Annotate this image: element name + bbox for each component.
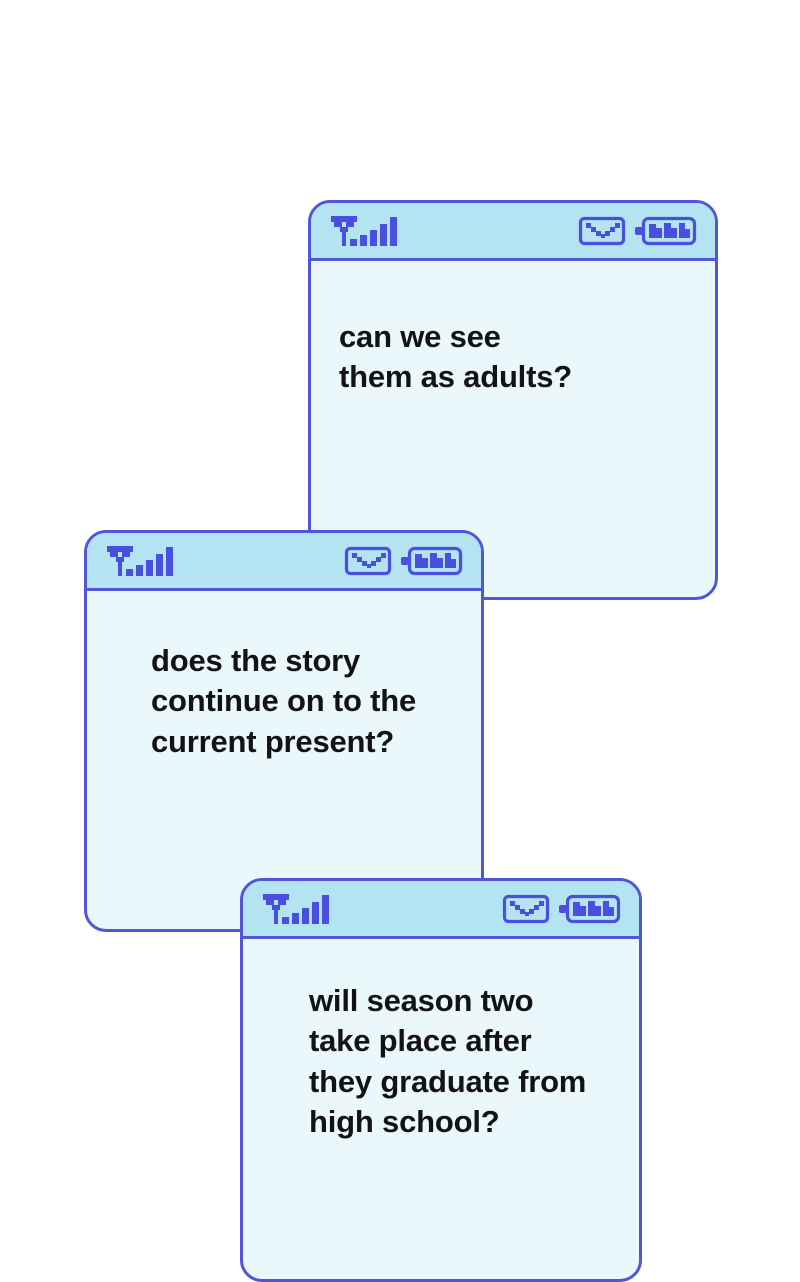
- battery-icon: [401, 546, 463, 575]
- card-question-text: does the story continue on to the curren…: [151, 643, 417, 759]
- question-card-3[interactable]: will season two take place after they gr…: [240, 878, 642, 1282]
- envelope-message-icon: [344, 546, 392, 575]
- status-bar-left: [105, 545, 177, 576]
- signal-bars-antenna-icon: [107, 545, 173, 576]
- card-question-text: will season two take place after they gr…: [309, 983, 587, 1139]
- card-body: does the story continue on to the curren…: [87, 591, 481, 929]
- status-bar-left: [329, 215, 401, 246]
- status-bar: [243, 881, 639, 939]
- battery-icon: [559, 894, 621, 923]
- card-body: will season two take place after they gr…: [243, 939, 639, 1279]
- signal-bars-antenna-icon: [331, 215, 397, 246]
- status-bar: [311, 203, 715, 261]
- status-bar-right: [578, 216, 697, 246]
- card-body: can we see them as adults?: [311, 261, 715, 597]
- envelope-message-icon: [502, 894, 550, 923]
- envelope-message-icon: [578, 216, 626, 245]
- status-bar: [87, 533, 481, 591]
- status-bar-left: [261, 893, 333, 924]
- battery-icon: [635, 216, 697, 245]
- status-bar-right: [344, 546, 463, 576]
- card-question-text: can we see them as adults?: [339, 319, 572, 395]
- status-bar-right: [502, 894, 621, 924]
- question-card-2[interactable]: does the story continue on to the curren…: [84, 530, 484, 932]
- signal-bars-antenna-icon: [263, 893, 329, 924]
